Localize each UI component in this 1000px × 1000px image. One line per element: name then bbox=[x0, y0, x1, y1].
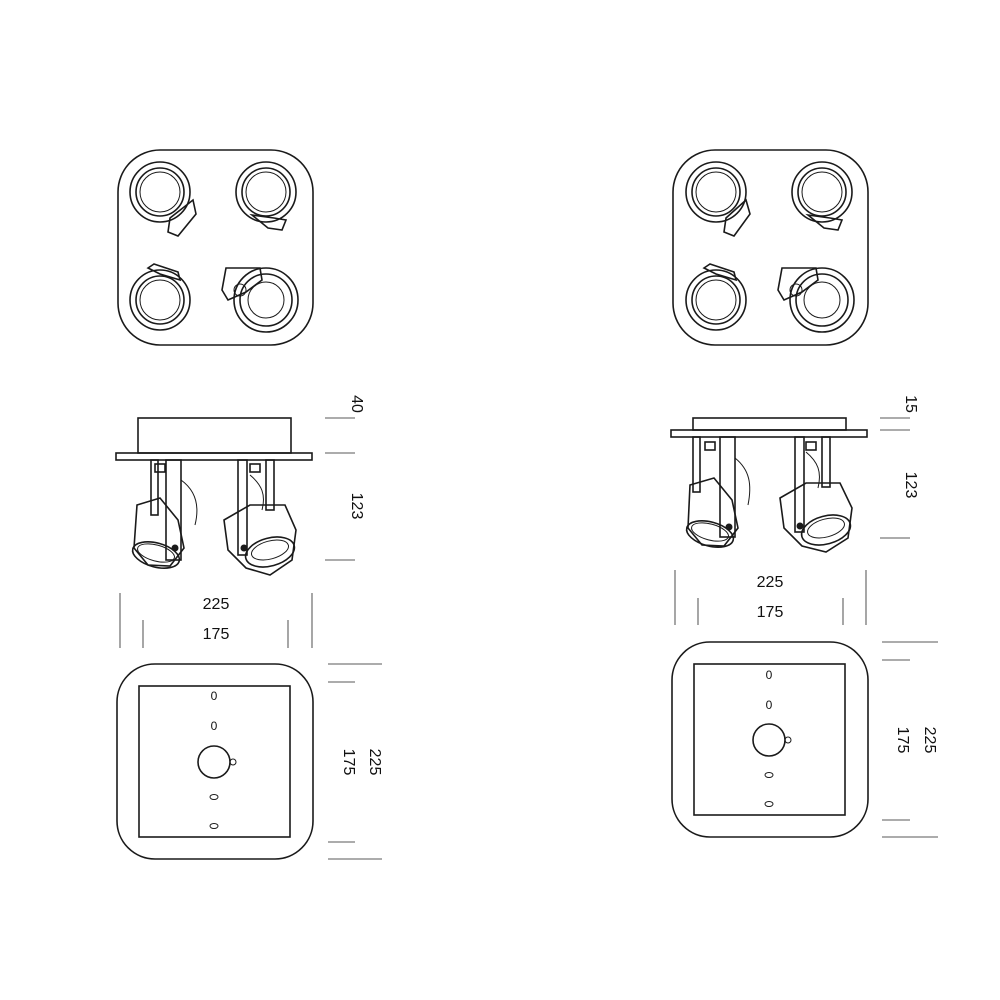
right-dim-width-outer: 225 bbox=[757, 574, 784, 591]
right-plate bbox=[670, 429, 868, 438]
left-canopy-box bbox=[137, 417, 292, 454]
left-plate bbox=[115, 452, 313, 461]
right-top-plate bbox=[672, 149, 869, 346]
right-spot-top-left bbox=[685, 161, 751, 237]
right-side-view bbox=[670, 417, 868, 553]
left-dim-width-outer: 225 bbox=[203, 596, 230, 613]
right-base-view: 0 0 bbox=[671, 641, 869, 838]
left-top-plate bbox=[117, 149, 314, 346]
left-center-hole bbox=[197, 745, 231, 779]
left-hole-label-2: 0 bbox=[211, 719, 218, 733]
right-width-dims: 225 175 bbox=[674, 570, 867, 625]
left-top-view bbox=[117, 149, 314, 346]
right-hole-label-2: 0 bbox=[766, 698, 773, 712]
right-top-view bbox=[672, 149, 869, 346]
right-side-spot-1 bbox=[685, 436, 751, 548]
left-spot-top-right bbox=[235, 161, 297, 231]
right-height-dims: 15 123 bbox=[880, 395, 919, 539]
left-dim-width-inner: 175 bbox=[203, 626, 230, 643]
left-dim-base-outer: 225 bbox=[366, 749, 383, 776]
left-dim-height-spot: 123 bbox=[348, 493, 365, 520]
right-base-outer bbox=[671, 641, 869, 838]
right-dim-height-spot: 123 bbox=[902, 472, 919, 499]
left-spot-top-left bbox=[129, 161, 197, 237]
right-hole-label-1: 0 bbox=[766, 668, 773, 682]
variant-right: 15 123 225 175 0 0 bbox=[670, 149, 938, 838]
right-dim-base-inner: 175 bbox=[894, 727, 911, 754]
right-dim-base-outer: 225 bbox=[921, 727, 938, 754]
left-base-dims: 175 225 bbox=[328, 663, 383, 860]
right-base-inner bbox=[693, 663, 846, 816]
left-base-outer bbox=[116, 663, 314, 860]
left-side-spot-1 bbox=[131, 459, 198, 569]
left-side-spot-2 bbox=[223, 459, 297, 576]
right-center-hole bbox=[752, 723, 786, 757]
right-side-spot-2 bbox=[779, 436, 853, 553]
left-height-dims: 40 123 bbox=[325, 395, 365, 561]
right-dim-height-top: 15 bbox=[902, 395, 919, 413]
right-spot-bottom-right bbox=[777, 267, 855, 333]
left-side-view bbox=[115, 417, 313, 576]
right-spot-top-right bbox=[791, 161, 853, 231]
left-dim-base-inner: 175 bbox=[340, 749, 357, 776]
left-spot-bottom-left bbox=[129, 263, 191, 331]
left-base-inner bbox=[138, 685, 291, 838]
variant-left: 40 123 225 175 0 0 bbox=[115, 149, 383, 860]
right-base-dims: 175 225 bbox=[882, 641, 938, 838]
right-dim-width-inner: 175 bbox=[757, 604, 784, 621]
right-canopy-box bbox=[692, 417, 847, 431]
left-spot-bottom-right bbox=[221, 267, 299, 333]
left-base-view: 0 0 bbox=[116, 663, 314, 860]
left-dim-height-top: 40 bbox=[348, 395, 365, 413]
left-width-dims: 225 175 bbox=[119, 593, 313, 648]
left-hole-label-1: 0 bbox=[211, 689, 218, 703]
right-spot-bottom-left bbox=[685, 263, 747, 331]
